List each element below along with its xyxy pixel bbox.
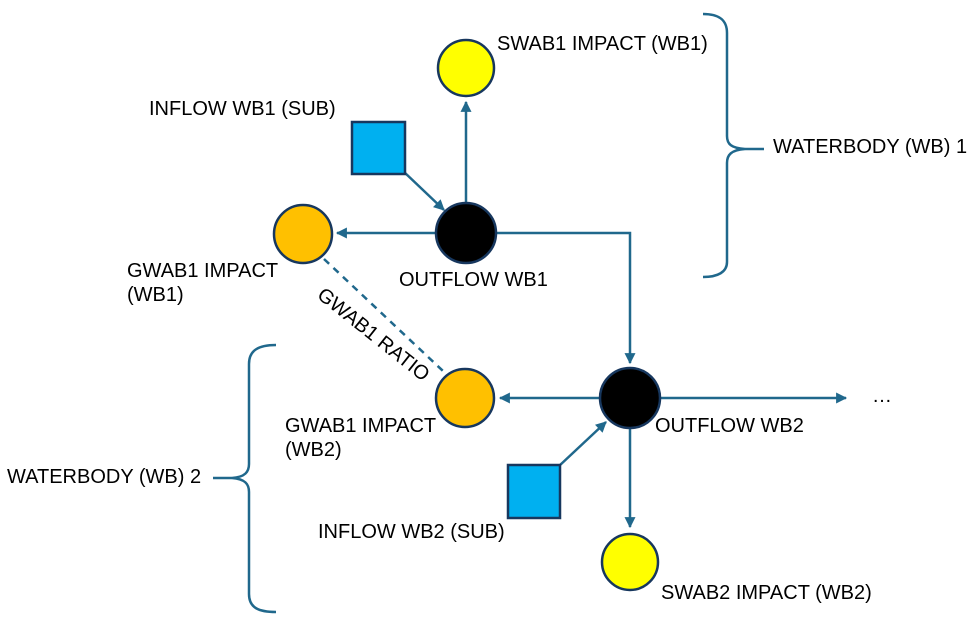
gwab1-impact-wb1-node	[272, 203, 334, 265]
label-group: SWAB1 IMPACT (WB1) INFLOW WB1 (SUB) GWAB…	[7, 33, 967, 604]
gwab1-impact-wb2-label-line1: GWAB1 IMPACT	[285, 415, 436, 437]
waterbody1-brace	[702, 12, 746, 279]
outflow-wb1-label: OUTFLOW WB1	[399, 269, 548, 291]
continuation-ellipsis: …	[872, 385, 892, 407]
waterbody2-label: WATERBODY (WB) 2	[7, 466, 201, 488]
dashed-gwab1-ratio-link	[323, 258, 444, 372]
arrow-inflow1-to-outflow1	[402, 170, 445, 211]
swab2-impact-node	[600, 532, 660, 592]
waterbody1-label: WATERBODY (WB) 1	[773, 136, 967, 158]
gwab1-ratio-label: GWAB1 RATIO	[313, 284, 434, 386]
waterbody2-brace	[231, 343, 277, 614]
inflow-wb1-node	[350, 120, 407, 176]
node-group	[272, 38, 662, 592]
gwab1-impact-wb1-label-line1: GWAB1 IMPACT	[127, 260, 278, 282]
gwab1-impact-wb1-label-line2: (WB1)	[127, 284, 184, 306]
gwab1-impact-wb2-label-line2: (WB2)	[285, 439, 342, 461]
inflow-wb2-node	[506, 463, 562, 520]
gwab1-impact-wb2-node	[434, 367, 496, 429]
connector-group	[323, 100, 848, 529]
swab1-impact-node	[436, 38, 496, 98]
brace-group	[213, 12, 764, 614]
arrow-outflow1-to-outflow2	[496, 231, 636, 365]
swab1-impact-label: SWAB1 IMPACT (WB1)	[497, 33, 708, 55]
inflow-wb1-label: INFLOW WB1 (SUB)	[149, 98, 336, 120]
outflow-wb2-label: OUTFLOW WB2	[655, 415, 804, 437]
swab2-impact-label: SWAB2 IMPACT (WB2)	[661, 582, 872, 604]
outflow-wb1-node	[434, 201, 498, 265]
inflow-wb2-label: INFLOW WB2 (SUB)	[318, 521, 505, 543]
outflow-wb2-node	[598, 366, 662, 430]
arrow-inflow2-to-outflow2	[558, 421, 607, 467]
